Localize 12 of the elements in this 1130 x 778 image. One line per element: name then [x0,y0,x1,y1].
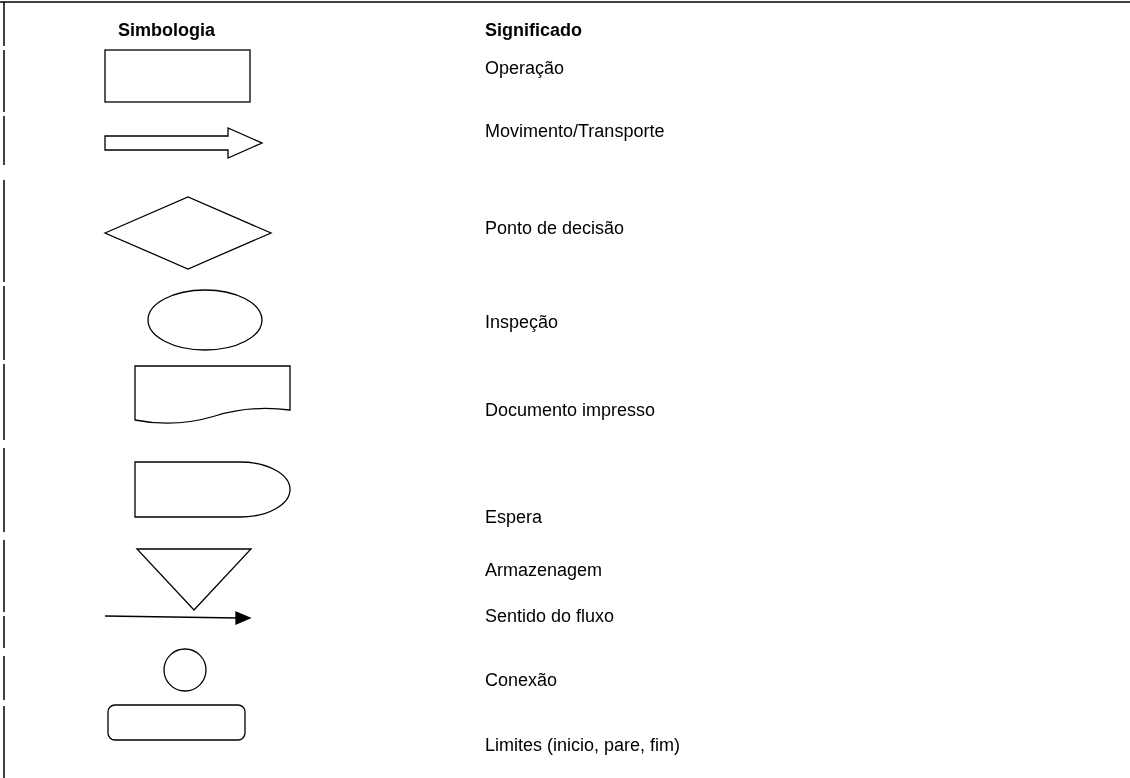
symbol-meaning: Ponto de decisão [485,218,625,238]
symbol-meaning: Movimento/Transporte [485,121,665,141]
symbol-meaning: Operação [485,58,565,78]
symbol-meaning: Limites (inicio, pare, fim) [485,735,681,755]
symbol-meaning: Armazenagem [485,560,603,580]
symbol-meaning: Sentido do fluxo [485,606,615,626]
symbol-meaning: Inspeção [485,312,559,332]
column-header: Simbologia [118,20,215,40]
symbol-meaning: Conexão [485,670,558,690]
symbol-meaning: Espera [485,507,543,527]
symbol-meaning: Documento impresso [485,400,656,420]
column-header: Significado [485,20,582,40]
